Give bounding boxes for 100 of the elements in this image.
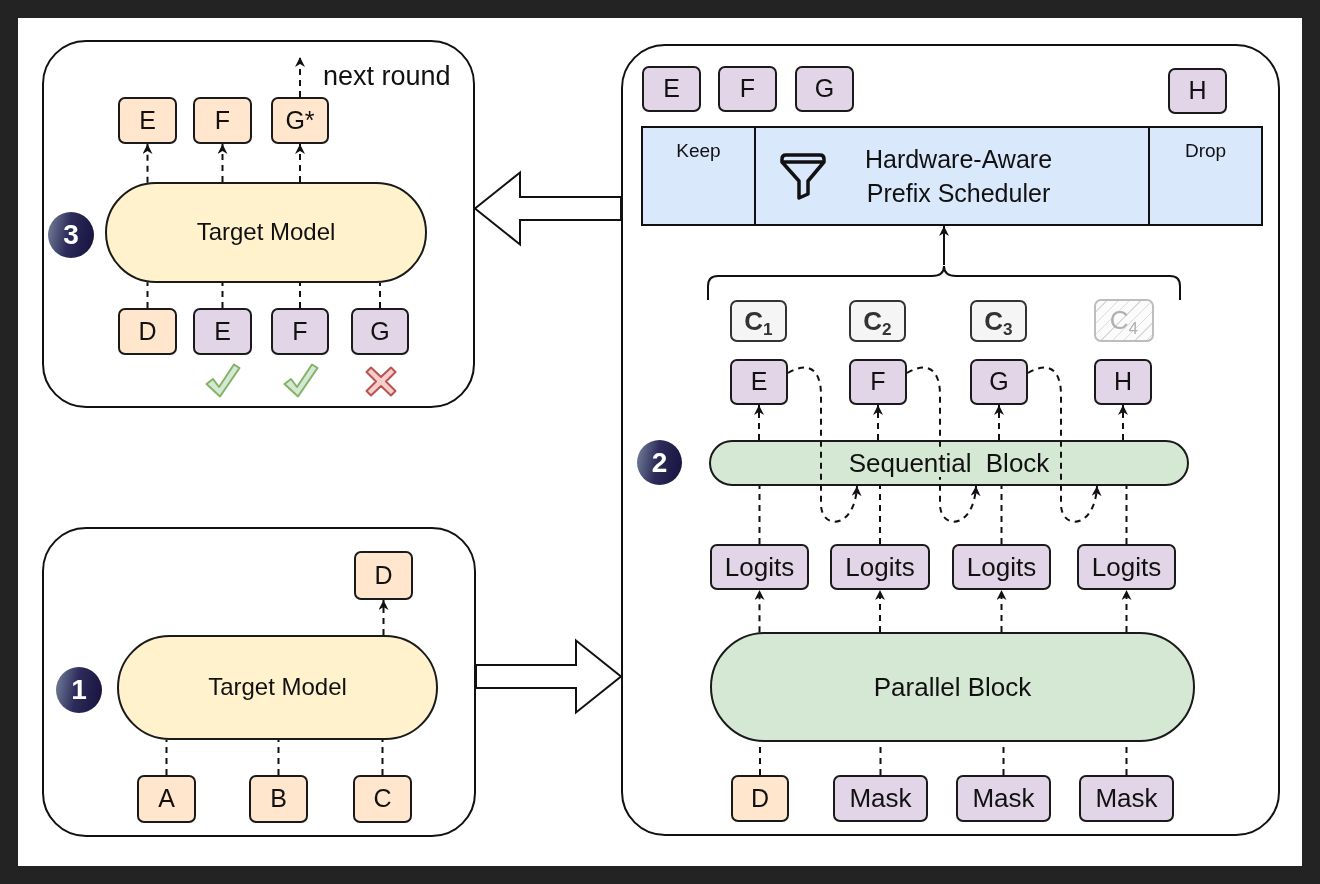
step-badge — [48, 212, 94, 258]
dashed-line — [165, 738, 168, 776]
candidate-label: C$_{3}$ — [984, 306, 1013, 336]
token-label: H — [1188, 77, 1207, 105]
step-badge — [637, 440, 682, 485]
token-box — [795, 66, 854, 112]
candidate-label: C$_{1}$ — [744, 306, 773, 336]
scheduler-band — [641, 126, 1263, 226]
block-label: Target Model — [208, 674, 347, 701]
token-label: A — [158, 785, 175, 813]
dashed-line — [299, 282, 301, 309]
token-box — [642, 66, 701, 112]
step-number: 1 — [71, 676, 87, 704]
token-box — [1094, 359, 1152, 405]
token-box — [952, 544, 1051, 590]
dashed-line — [221, 282, 224, 309]
dashed-arrow — [873, 404, 883, 441]
token-box — [1079, 775, 1174, 822]
dashed-arrow — [994, 404, 1004, 441]
step-number: 2 — [651, 448, 668, 477]
dashed-line — [381, 739, 384, 776]
dashed-line — [1000, 485, 1003, 545]
token-box — [354, 551, 413, 600]
token-box — [710, 544, 809, 590]
token-box — [353, 775, 412, 823]
token-label: Logits — [1091, 552, 1162, 582]
dashed-arrow — [906, 366, 980, 523]
dashed-arrow — [787, 366, 861, 523]
dashed-arrow — [378, 599, 389, 636]
token-label: C — [373, 785, 392, 813]
token-label: E — [139, 106, 156, 135]
scheduler-label: Hardware-Aware Prefix Scheduler — [863, 144, 1054, 209]
token-label: G — [370, 317, 390, 346]
dashed-arrow — [295, 143, 305, 183]
token-label: Logits — [724, 552, 795, 582]
token-label: G* — [285, 106, 315, 135]
dashed-line — [1125, 485, 1128, 545]
block-label: Target Model — [196, 219, 336, 246]
dashed-line — [277, 739, 280, 776]
token-box — [1077, 544, 1176, 590]
token-box — [849, 359, 907, 405]
token-label: E — [214, 317, 231, 346]
token-label: F — [214, 106, 231, 135]
block-pill — [709, 440, 1189, 486]
cell-label: Keep — [676, 141, 721, 162]
candidate-box — [1094, 299, 1154, 342]
dashed-line — [146, 281, 149, 309]
token-label: F — [870, 368, 886, 396]
token-label: G — [989, 368, 1009, 396]
token-box — [193, 97, 252, 144]
token-label: G — [814, 75, 835, 103]
token-box — [1168, 68, 1227, 114]
token-box — [833, 775, 928, 822]
token-box — [271, 97, 329, 144]
dashed-arrow — [1121, 589, 1132, 633]
arrow — [939, 225, 949, 266]
token-box — [970, 359, 1028, 405]
token-box — [193, 308, 252, 355]
dashed-arrow — [142, 143, 153, 184]
block-arrow — [473, 170, 622, 247]
dashed-arrow — [295, 56, 305, 98]
step-number: 3 — [63, 221, 79, 249]
block-label: Parallel Block — [873, 672, 1032, 702]
candidate-label: C$_{4}$ — [1109, 306, 1139, 335]
token-box — [731, 775, 789, 822]
cell-label: Drop — [1184, 141, 1227, 162]
candidate-box — [970, 300, 1027, 342]
token-label: Mask — [849, 784, 912, 813]
token-label: E — [750, 368, 768, 396]
candidate-label: C$_{2}$ — [863, 306, 892, 336]
dashed-arrow — [1118, 404, 1128, 441]
curly-brace — [707, 265, 1181, 300]
candidate-box — [849, 300, 906, 342]
step-badge — [56, 667, 102, 713]
token-label: E — [663, 75, 680, 103]
token-label: H — [1113, 368, 1133, 396]
dashed-arrow — [754, 589, 765, 634]
dashed-arrow — [875, 589, 885, 633]
stage-panel — [42, 527, 476, 837]
token-box — [351, 308, 409, 355]
token-box — [118, 97, 177, 144]
dashed-arrow — [1027, 366, 1101, 523]
token-box — [956, 775, 1051, 822]
token-box — [730, 359, 788, 405]
stage-panel — [621, 44, 1280, 836]
token-label: F — [739, 75, 756, 103]
dashed-arrow — [217, 143, 228, 183]
dashed-line — [379, 281, 381, 309]
token-box — [830, 544, 930, 590]
block-arrow — [475, 638, 623, 715]
token-box — [118, 308, 177, 355]
dashed-line — [879, 485, 881, 545]
stage-panel — [42, 40, 475, 408]
candidate-box — [730, 300, 787, 342]
dashed-line — [758, 485, 761, 545]
token-label: B — [270, 785, 287, 813]
dashed-arrow — [996, 589, 1007, 633]
token-box — [137, 775, 196, 823]
token-box — [249, 775, 308, 823]
token-box — [718, 66, 777, 112]
